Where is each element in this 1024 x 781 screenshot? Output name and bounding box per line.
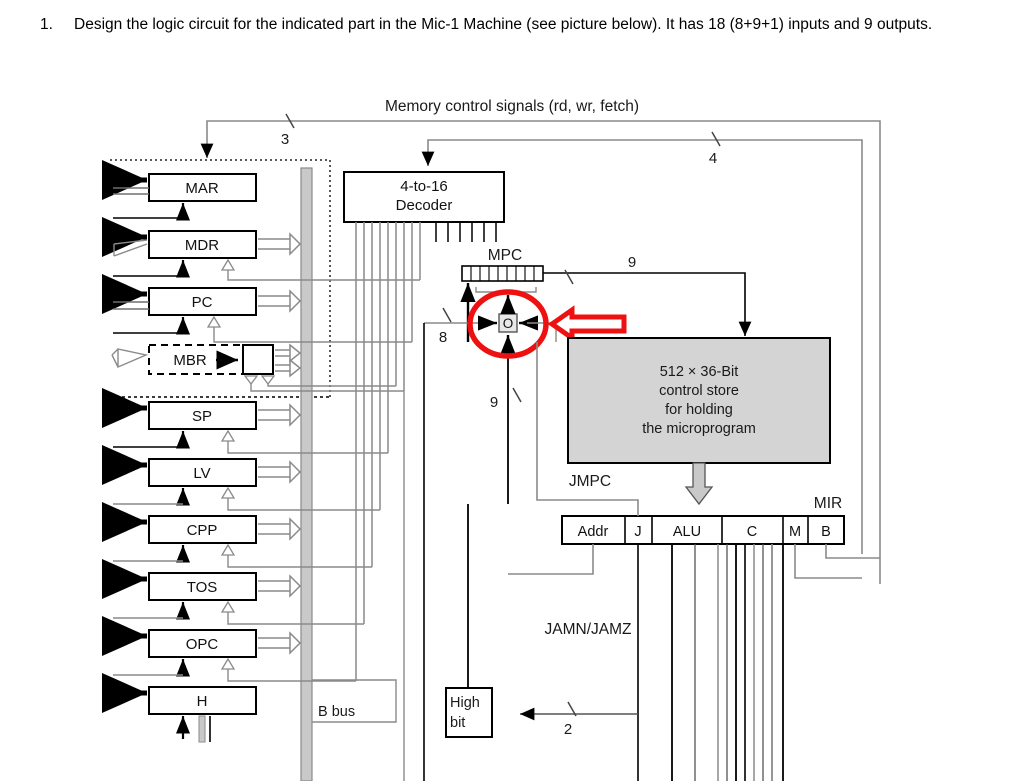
high-bit-block: High bit [445, 504, 493, 738]
decoder-input-bus: 4 [421, 131, 863, 167]
register-tos-label: TOS [187, 579, 218, 596]
jamn-jamz-signal: JAMN/JAMZ 2 [520, 621, 638, 738]
register-mbr-label: MBR [173, 352, 207, 369]
jamn-jamz-label: JAMN/JAMZ [545, 621, 632, 638]
question-number: 1. [40, 16, 53, 33]
register-mdr: MDR [102, 217, 420, 281]
mir-register: MIR Addr J ALU C M B [508, 495, 880, 781]
jmpc-signal: JMPC [536, 342, 639, 516]
memory-group-boundary-top [110, 159, 331, 397]
question-text: Design the logic circuit for the indicat… [74, 16, 933, 33]
highlight-ellipse [467, 289, 549, 359]
decoder-label-line2: Decoder [396, 197, 453, 214]
register-lv: LV [102, 445, 380, 511]
memory-control-bus: 3 [200, 113, 881, 158]
control-store-line4: the microprogram [642, 421, 756, 437]
bus-width-2: 2 [564, 721, 572, 738]
or-block-label: O [503, 316, 514, 331]
mir-field-addr: Addr [578, 524, 609, 540]
high-bit-line1: High [450, 695, 480, 711]
control-store-line3: for holding [665, 402, 733, 418]
decoder-outputs-long [355, 222, 421, 681]
register-lv-label: LV [193, 465, 210, 482]
decoder-label-line1: 4-to-16 [400, 178, 448, 195]
bus-width-3: 3 [281, 131, 289, 148]
high-bit-line2: bit [450, 715, 465, 731]
decoder-outputs-stubs [435, 222, 497, 242]
decoder-block: 4-to-16 Decoder [343, 171, 505, 681]
control-store-block: 512 × 36-Bit control store for holding t… [567, 337, 831, 506]
register-mar-label: MAR [185, 180, 219, 197]
b-bus: B bus [300, 167, 355, 781]
register-sp-label: SP [192, 408, 212, 425]
jmpc-label: JMPC [569, 473, 611, 490]
register-cpp-label: CPP [187, 522, 218, 539]
register-pc: PC [102, 274, 412, 343]
bus-width-9-addr: 9 [490, 394, 498, 411]
highlight-arrow-icon [547, 305, 627, 343]
indicated-or-block: 8 O 9 [424, 289, 627, 504]
mir-field-c: C [747, 524, 757, 540]
register-cpp: CPP [102, 502, 372, 568]
mir-field-b: B [821, 524, 831, 540]
control-store-line2: control store [659, 383, 739, 399]
mbr-latch-box [242, 344, 274, 375]
bus-width-8: 8 [439, 329, 447, 346]
control-store-line1: 512 × 36-Bit [660, 364, 739, 380]
register-mar: MAR [102, 160, 257, 221]
bus-width-9-mpc: 9 [628, 254, 636, 271]
memory-control-signals-label: Memory control signals (rd, wr, fetch) [385, 98, 639, 115]
register-opc-label: OPC [186, 636, 219, 653]
mir-field-j: J [634, 524, 641, 540]
mpc-label: MPC [488, 247, 522, 264]
register-h-label: H [197, 693, 208, 710]
control-store-to-mir-arrow [684, 462, 714, 506]
mpc-bit-cells [470, 266, 535, 281]
bottom-left-box-edge [312, 679, 397, 723]
register-mdr-label: MDR [185, 237, 219, 254]
register-h: H [102, 673, 257, 743]
register-tos: TOS [102, 559, 364, 625]
question-block: 1. Design the logic circuit for the indi… [0, 0, 1024, 37]
register-opc: OPC [102, 616, 356, 682]
mir-label: MIR [814, 495, 842, 512]
register-pc-label: PC [192, 294, 213, 311]
register-sp: SP [102, 388, 388, 454]
mir-field-alu: ALU [673, 524, 701, 540]
register-mbr: MBR [111, 343, 404, 392]
mic1-datapath-diagram: Memory control signals (rd, wr, fetch) 3… [0, 84, 1024, 781]
mpc-register: MPC 9 [460, 247, 752, 342]
mir-output-lines [671, 544, 784, 781]
bus-width-4: 4 [709, 150, 717, 167]
b-bus-label: B bus [318, 704, 355, 720]
mir-field-m: M [789, 524, 801, 540]
